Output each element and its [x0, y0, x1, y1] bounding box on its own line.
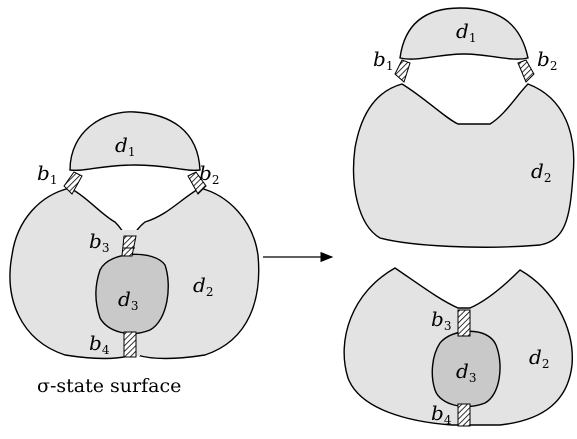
left-label-b1: b1: [37, 161, 57, 187]
right-top-band-b1: [394, 59, 411, 83]
right-top-label-d1: d1: [456, 19, 476, 45]
right-top-disc-d1: [399, 7, 529, 60]
right-top-figure: d1 d2 b1 b2: [352, 7, 575, 248]
right-bottom-label-d2: d2: [529, 345, 549, 371]
left-disc-d1: [69, 111, 201, 172]
right-bottom-disc-d3: [431, 330, 501, 408]
right-top-label-b1: b1: [373, 47, 393, 73]
left-band-b4: [123, 331, 137, 358]
left-figure: d1 d2 d3 b1 b2 b3 b4 σ-state surface: [9, 111, 260, 397]
right-bottom-band-b4: [457, 403, 471, 427]
right-bottom-label-b3: b3: [431, 307, 451, 333]
left-label-b2: b2: [199, 161, 219, 187]
left-label-d2: d2: [193, 273, 213, 299]
left-band-b3: [121, 235, 137, 257]
right-bottom-band-b3: [457, 309, 471, 337]
left-label-d3: d3: [118, 287, 138, 313]
left-label-b4: b4: [89, 331, 110, 357]
right-bottom-label-d3: d3: [456, 359, 476, 385]
right-bottom-figure: d3 d2 b3 b4: [343, 267, 573, 427]
right-top-band-b2: [517, 59, 535, 83]
left-label-b3: b3: [89, 229, 109, 255]
left-disc-d3: [95, 253, 169, 335]
left-label-d1: d1: [115, 133, 135, 159]
left-caption: σ-state surface: [37, 375, 181, 397]
left-band-b2: [187, 171, 207, 195]
left-band-b1: [63, 171, 83, 195]
right-top-disc-d2: [352, 83, 575, 248]
right-top-label-b2: b2: [537, 47, 557, 73]
right-bottom-label-b4: b4: [431, 401, 452, 427]
right-top-label-d2: d2: [531, 159, 551, 185]
